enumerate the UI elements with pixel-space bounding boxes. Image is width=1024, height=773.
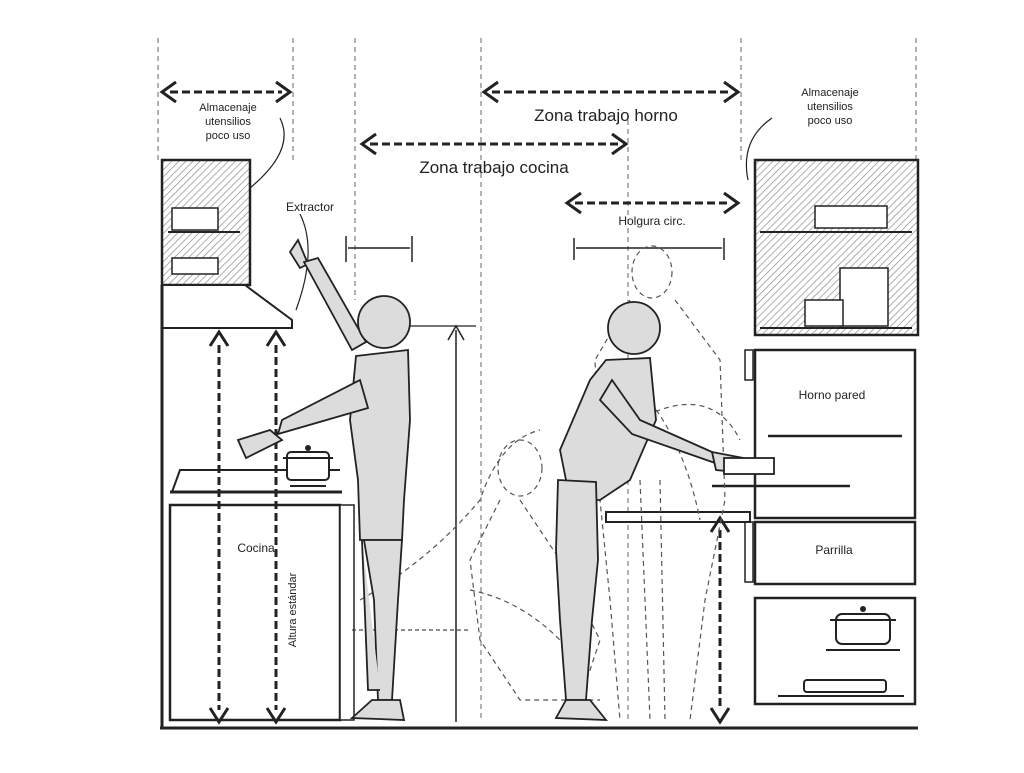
label-parrilla: Parrilla bbox=[815, 543, 853, 557]
arrow-storage-left bbox=[159, 80, 293, 104]
storage-right-line-3: poco uso bbox=[808, 115, 853, 127]
oven-tray bbox=[605, 484, 850, 523]
ghost-figures bbox=[359, 245, 741, 721]
storage-left-line-2: utensilios bbox=[205, 116, 251, 128]
extractor-hood bbox=[161, 284, 293, 329]
label-zona-cocina: Zona trabajo cocina bbox=[419, 158, 569, 177]
arrow-zona-horno bbox=[481, 80, 741, 104]
pot-icon bbox=[283, 445, 333, 487]
dimension-arrows bbox=[159, 80, 773, 311]
arrow-zona-cocina bbox=[359, 132, 629, 156]
reference-lines bbox=[157, 38, 917, 720]
storage-right-line-1: Almacenaje bbox=[801, 87, 858, 99]
storage-left-line-3: poco uso bbox=[206, 130, 251, 142]
left-wall-cabinet bbox=[160, 158, 252, 287]
storage-right-line-2: utensilios bbox=[807, 101, 853, 113]
vertical-dimensions bbox=[208, 324, 731, 725]
label-horno-pared: Horno pared bbox=[799, 388, 866, 402]
right-wall-cabinet bbox=[753, 158, 920, 337]
labels: Almacenaje utensilios poco uso Almacenaj… bbox=[199, 87, 865, 647]
arrow-clearance-width bbox=[573, 238, 725, 260]
label-altura: Altura estándar bbox=[287, 572, 299, 647]
label-cocina: Cocina bbox=[237, 541, 275, 555]
figure-reaching bbox=[236, 238, 411, 721]
figure-oven bbox=[554, 301, 775, 721]
label-holgura: Holgura circ. bbox=[618, 214, 685, 228]
arrow-holgura bbox=[564, 191, 741, 215]
oven-tower bbox=[744, 348, 917, 706]
storage-left-line-1: Almacenaje bbox=[199, 102, 256, 114]
stove-unit bbox=[168, 469, 355, 722]
cookware-icon bbox=[803, 606, 896, 693]
label-extractor: Extractor bbox=[286, 200, 334, 214]
arrow-reach-width bbox=[345, 236, 413, 262]
label-zona-horno: Zona trabajo horno bbox=[534, 106, 678, 125]
